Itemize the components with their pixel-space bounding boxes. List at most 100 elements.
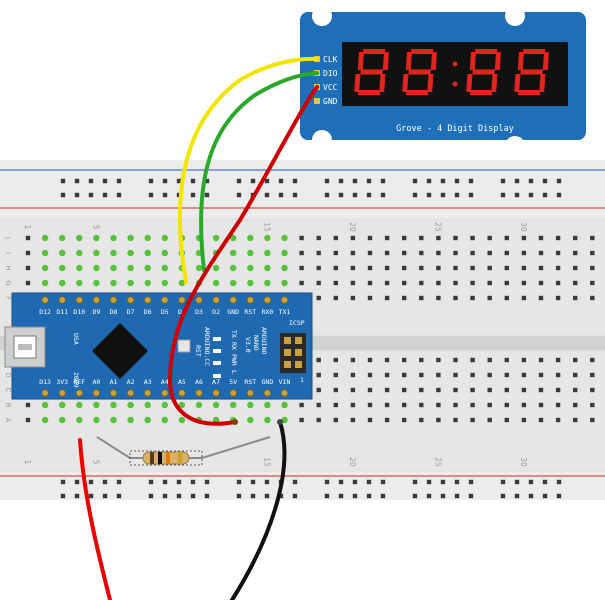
terminal-hole (538, 265, 544, 271)
connected-hole (59, 416, 66, 424)
header-pin (246, 296, 254, 304)
digit-segment (474, 49, 498, 54)
rail-hole (500, 493, 506, 499)
rail-hole (102, 493, 108, 499)
rail-hole (454, 479, 460, 485)
digit-segment (466, 74, 473, 92)
header-pin (229, 389, 237, 397)
top-pin-label: D10 (73, 308, 85, 316)
connected-hole (59, 401, 66, 409)
terminal-hole (504, 250, 509, 256)
bottom-pin-label: A2 (127, 378, 135, 386)
rail-hole (264, 493, 270, 499)
terminal-hole (538, 295, 544, 301)
rail-hole (514, 192, 520, 198)
terminal-hole (521, 295, 527, 301)
terminal-hole (538, 280, 544, 286)
terminal-hole (333, 235, 338, 241)
rail-hole (380, 493, 386, 499)
colon-dot-top (452, 61, 458, 67)
terminal-hole (419, 387, 424, 393)
rail-hole (204, 178, 210, 184)
terminal-hole (487, 280, 492, 286)
rail-hole (352, 479, 358, 485)
digit-segment (514, 74, 521, 92)
terminal-hole (521, 387, 527, 393)
connected-hole (76, 401, 83, 409)
rail-hole (454, 178, 460, 184)
terminal-hole (538, 235, 544, 241)
header-pin (41, 389, 49, 397)
wire-end-red (232, 419, 238, 425)
connected-hole (230, 234, 237, 242)
digit-segment (402, 74, 409, 92)
terminal-hole (384, 402, 390, 408)
top-pin-label: D4 (178, 308, 186, 316)
led-tx (213, 337, 221, 341)
digit-segment (520, 69, 543, 75)
terminal-hole (538, 417, 544, 423)
top-pin-label: D6 (144, 308, 152, 316)
header-pin (280, 296, 289, 304)
terminal-hole (299, 280, 304, 286)
rail-hole (324, 493, 330, 499)
terminal-hole (316, 402, 321, 408)
connected-hole (212, 234, 220, 242)
terminal-hole (333, 265, 338, 271)
terminal-hole (402, 265, 407, 271)
resistor-band-4 (178, 452, 182, 464)
mount-hole-top-left (312, 6, 332, 26)
terminal-hole (436, 387, 441, 393)
bottom-pin-label: D13 (39, 378, 51, 386)
connected-hole (110, 279, 117, 287)
wire-red-vcc (167, 85, 319, 426)
connected-hole (212, 279, 220, 287)
connected-hole (93, 416, 100, 424)
pin1-label: 1 (300, 376, 304, 384)
terminal-hole (504, 357, 509, 363)
terminal-hole (350, 357, 356, 363)
icsp-pins (284, 337, 302, 368)
terminal-hole (555, 357, 561, 363)
digit-segment (491, 74, 498, 92)
terminal-hole (521, 402, 527, 408)
rail-hole (514, 178, 520, 184)
terminal-hole (316, 417, 321, 423)
top-pin-label: TX1 (279, 308, 291, 316)
terminal-hole (333, 417, 338, 423)
display-title: Grove - 4 Digit Display (396, 124, 514, 134)
connected-hole (178, 401, 186, 409)
header-pin (212, 296, 220, 304)
rail-hole (556, 479, 562, 485)
header-pin (92, 389, 101, 397)
usb-port-inner (18, 344, 32, 350)
connected-hole (161, 264, 168, 272)
bottom-pin-label: VIN (279, 378, 291, 386)
rail-hole (468, 493, 474, 499)
connected-hole (281, 264, 288, 272)
digit-segment (427, 74, 434, 92)
terminal-hole (402, 235, 407, 241)
header-pin (263, 296, 272, 304)
rail-hole (500, 479, 506, 485)
top-pin-label: D7 (127, 308, 135, 316)
terminal-hole (521, 235, 527, 241)
rail-hole (440, 192, 446, 198)
terminal-hole (538, 372, 544, 378)
terminal-hole (350, 235, 356, 241)
connected-hole (127, 264, 134, 272)
terminal-hole (436, 250, 441, 256)
terminal-hole (590, 402, 595, 408)
terminal-hole (419, 357, 424, 363)
connected-hole (281, 249, 288, 257)
led-rx (213, 349, 221, 353)
connected-hole (161, 401, 168, 409)
terminal-hole (504, 235, 509, 241)
connected-hole (281, 401, 288, 409)
rail-hole (542, 178, 548, 184)
colon-dot-bottom (452, 81, 458, 87)
icsp-pin (284, 337, 291, 344)
connected-hole (110, 234, 117, 242)
